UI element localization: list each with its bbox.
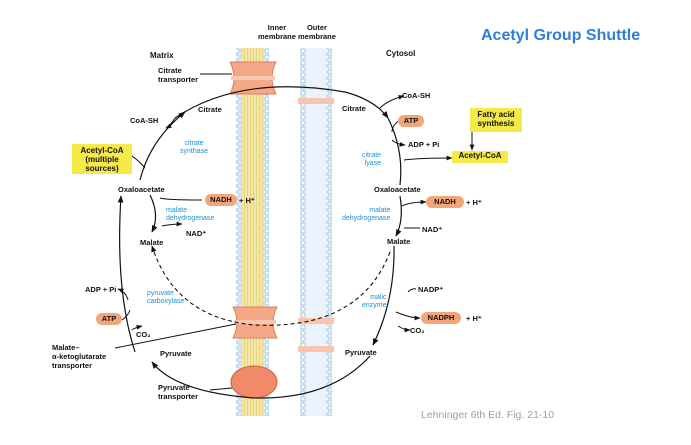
matrix-co2: CO₂ (136, 330, 151, 339)
matrix-label: Matrix (150, 51, 174, 60)
matrix-oxaloacetate: Oxaloacetate (118, 185, 165, 194)
citrate-synthase-label: citrate synthase (180, 140, 209, 155)
cytosol-oxaloacetate: Oxaloacetate (374, 185, 421, 194)
cytosol-label: Cytosol (386, 49, 416, 58)
matrix-citrate: Citrate (198, 105, 222, 114)
cytosol-coash: CoA-SH (402, 91, 431, 100)
inner-membrane (236, 48, 269, 416)
matrix-adp-pi: ADP + Pi (85, 285, 117, 294)
malic-enzyme-label: malic enzyme (362, 294, 387, 309)
cytosol-adp-pi: ADP + Pi (408, 140, 440, 149)
citrate-transporter (229, 61, 277, 95)
inner-membrane-label: Inner membrane (258, 23, 296, 41)
citrate-transporter-label: Citrate transporter (158, 66, 199, 84)
matrix-acetyl-coa-box: Acetyl-CoA (multiple sources) (72, 144, 132, 174)
matrix-pyruvate: Pyruvate (160, 349, 192, 358)
cytosol-h-plus: + H⁺ (466, 198, 482, 207)
outer-membrane-label: Outer membrane (298, 23, 336, 41)
cytosol-citrate: Citrate (342, 104, 366, 113)
outer-membrane (298, 48, 334, 416)
malate-transporter-pointer (114, 323, 237, 349)
cytosol-nadp: NADP⁺ (418, 285, 444, 294)
citrate-lyase-label: citrate lyase (362, 152, 382, 167)
cytosol-atp: ATP (398, 115, 424, 127)
pyruvate-transporter (230, 365, 278, 399)
fatty-acid-synthesis-box: Fatty acid synthesis (470, 108, 522, 132)
cytosol-nadph: NADPH (421, 312, 461, 324)
matrix-coash: CoA-SH (130, 116, 159, 125)
cytosol-pyruvate: Pyruvate (345, 348, 377, 357)
cytosol-h-plus-2: + H⁺ (466, 314, 482, 323)
figure-credit: Lehninger 6th Ed. Fig. 21-10 (421, 409, 555, 421)
matrix-atp: ATP (96, 313, 122, 325)
cytosol-nadh: NADH (426, 196, 464, 208)
matrix-malate-dehydrogenase: malate dehydrogenase (166, 207, 215, 222)
malate-akg-transporter (232, 306, 278, 339)
cytosol-co2: CO₂ (410, 326, 425, 335)
page-title: Acetyl Group Shuttle (481, 27, 641, 44)
malate-dashed-path (151, 245, 391, 326)
matrix-malate: Malate (140, 238, 164, 247)
matrix-nadh: NADH (205, 194, 237, 206)
cytosol-acetyl-coa-box: Acetyl-CoA (452, 151, 508, 163)
pyruvate-transporter-label: Pyruvate transporter (158, 383, 199, 401)
matrix-h-plus: + H⁺ (239, 196, 255, 205)
cytosol-malate-dehydrogenase: malate dehydrogenase (342, 207, 391, 222)
malate-akg-transporter-label: Malate– α-ketoglutarate transporter (52, 343, 107, 370)
matrix-nad: NAD⁺ (186, 229, 207, 238)
pyruvate-carboxylase-label: pyruvate carboxylase (147, 290, 185, 305)
cytosol-nad: NAD⁺ (422, 225, 443, 234)
cytosol-malate: Malate (387, 237, 411, 246)
shuttle-paths (117, 86, 402, 399)
